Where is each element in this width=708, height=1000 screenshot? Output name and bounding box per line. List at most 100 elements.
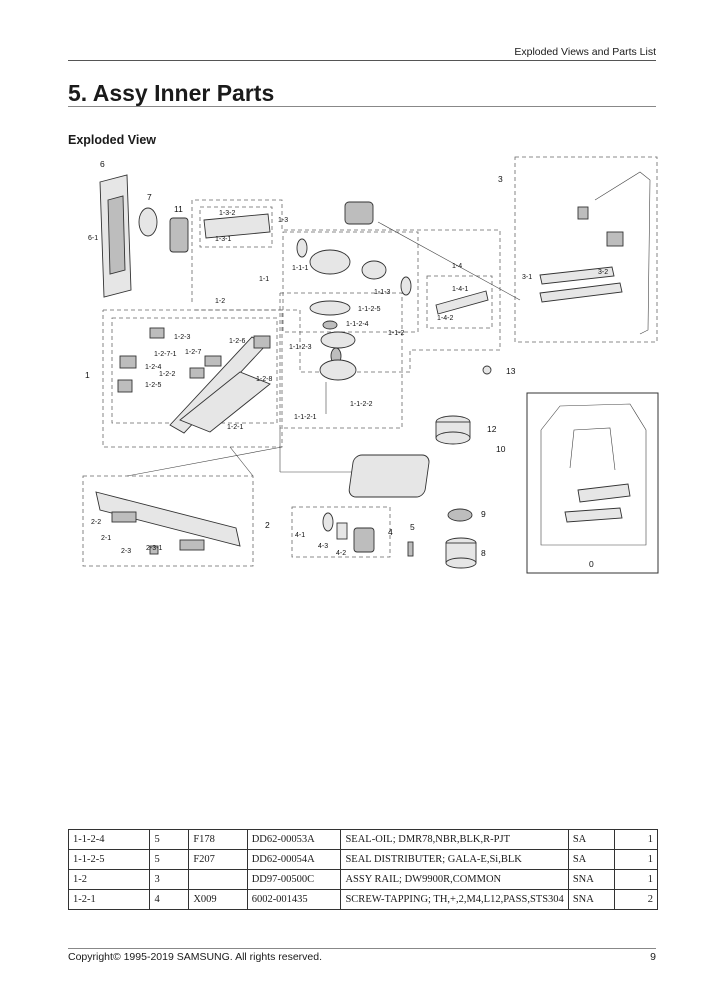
label-1-2-6: 1-2-6 bbox=[229, 338, 245, 345]
cell-location-no: 1-2 bbox=[67, 869, 151, 890]
part-1-3-rail bbox=[203, 213, 271, 239]
label-1-4-1: 1-4-1 bbox=[452, 286, 468, 293]
assembly-box-3 bbox=[514, 156, 658, 343]
assembly-box-4 bbox=[291, 506, 391, 558]
part-3-assembly bbox=[539, 171, 651, 335]
label-1-1: 1-1 bbox=[259, 276, 269, 283]
label-9: 9 bbox=[481, 509, 486, 519]
part-6-panel bbox=[99, 174, 132, 298]
label-3-2: 3-2 bbox=[598, 269, 608, 276]
label-1-2-5: 1-2-5 bbox=[145, 382, 161, 389]
cell-part-code: 6002-001435 bbox=[246, 889, 342, 910]
label-4: 4 bbox=[388, 527, 393, 537]
copyright-notice: Copyright© 1995-2019 SAMSUNG. All rights… bbox=[68, 951, 323, 963]
part-4-assembly bbox=[322, 512, 375, 553]
cell-description: ASSY RAIL; DW9900R,COMMON bbox=[340, 869, 569, 890]
assembly-box-1-4 bbox=[426, 275, 493, 329]
cell-part-code: DD62-00054A bbox=[246, 849, 342, 870]
label-1-2-7: 1-2-7 bbox=[185, 349, 201, 356]
cell-spec: SA bbox=[567, 829, 615, 850]
label-1: 1 bbox=[85, 370, 90, 380]
part-12-filter bbox=[435, 415, 471, 445]
part-13-clip bbox=[482, 365, 492, 375]
label-0: 0 bbox=[589, 559, 594, 569]
label-1-3-2: 1-3-2 bbox=[219, 210, 235, 217]
part-5-clip bbox=[407, 541, 414, 557]
assembly-box-0 bbox=[526, 392, 659, 574]
part-10-mesh bbox=[348, 454, 430, 498]
title-divider bbox=[68, 106, 656, 107]
part-9-filter bbox=[447, 508, 473, 522]
cell-code bbox=[188, 869, 248, 890]
part-11-bracket bbox=[169, 217, 189, 253]
cell-spec: SNA bbox=[567, 869, 615, 890]
section-title: Exploded Views and Parts List bbox=[514, 46, 656, 58]
label-1-1-2-2: 1-1-2-2 bbox=[350, 401, 373, 408]
assembly-box-2 bbox=[82, 475, 254, 567]
label-1-2-2: 1-2-2 bbox=[159, 371, 175, 378]
label-4-3: 4-3 bbox=[318, 543, 328, 550]
cell-spec: SA bbox=[567, 849, 615, 870]
cell-qty: 1 bbox=[613, 829, 659, 850]
footer-divider bbox=[68, 948, 656, 949]
link-line-2 bbox=[229, 446, 254, 477]
label-1-2-1: 1-2-1 bbox=[227, 424, 243, 431]
label-7: 7 bbox=[147, 192, 152, 202]
assembly-box-1-1-2 bbox=[279, 292, 403, 429]
label-1-2: 1-2 bbox=[215, 298, 225, 305]
part-1-2-rail bbox=[117, 327, 271, 434]
cell-description: SEAL DISTRIBUTER; GALA-E,Si,BLK bbox=[340, 849, 569, 870]
part-7-ring bbox=[138, 207, 158, 237]
cell-level: 4 bbox=[149, 889, 190, 910]
label-1-3: 1-3 bbox=[278, 217, 288, 224]
cell-description: SEAL-OIL; DMR78,NBR,BLK,R-PJT bbox=[340, 829, 569, 850]
label-1-1-2: 1-1-2 bbox=[388, 330, 404, 337]
part-8-cylinder bbox=[445, 537, 477, 569]
page-number: 9 bbox=[650, 951, 656, 963]
label-1-1-3: 1-1-3 bbox=[374, 289, 390, 296]
label-4-2: 4-2 bbox=[336, 550, 346, 557]
assembly-box-1-3-sub bbox=[199, 206, 273, 248]
cell-code: F207 bbox=[188, 849, 248, 870]
part-1-4-arm bbox=[435, 290, 489, 315]
label-1-1-1: 1-1-1 bbox=[292, 265, 308, 272]
link-line-3 bbox=[377, 221, 521, 301]
cell-code: X009 bbox=[188, 889, 248, 910]
label-3: 3 bbox=[498, 174, 503, 184]
cell-part-code: DD97-00500C bbox=[246, 869, 342, 890]
part-2-rail bbox=[95, 491, 241, 555]
cell-qty: 1 bbox=[613, 869, 659, 890]
exploded-view-diagram: 6 6-1 7 11 1-3 1-3-2 1-3-1 1-1 1-1-1 1-1… bbox=[82, 156, 659, 574]
label-1-2-7-1: 1-2-7-1 bbox=[154, 351, 177, 358]
cell-qty: 1 bbox=[613, 849, 659, 870]
label-1-1-2-5: 1-1-2-5 bbox=[358, 306, 381, 313]
part-0-inset bbox=[540, 403, 647, 546]
link-line-1 bbox=[126, 446, 283, 477]
label-1-2-8: 1-2-8 bbox=[256, 376, 272, 383]
label-2-2: 2-2 bbox=[91, 519, 101, 526]
label-4-1: 4-1 bbox=[295, 532, 305, 539]
label-5: 5 bbox=[410, 522, 415, 532]
label-12: 12 bbox=[487, 424, 497, 434]
label-6-1: 6-1 bbox=[88, 235, 98, 242]
cell-spec: SNA bbox=[567, 889, 615, 910]
label-1-1-2-1: 1-1-2-1 bbox=[294, 414, 317, 421]
assembly-box-1-3 bbox=[191, 199, 501, 373]
label-3-1: 3-1 bbox=[522, 274, 532, 281]
label-2-1: 2-1 bbox=[101, 535, 111, 542]
label-1-4: 1-4 bbox=[452, 263, 462, 270]
label-2-3-1: 2-3-1 bbox=[146, 545, 162, 552]
label-8: 8 bbox=[481, 548, 486, 558]
cell-level: 5 bbox=[149, 829, 190, 850]
cell-level: 3 bbox=[149, 869, 190, 890]
label-2-3: 2-3 bbox=[121, 548, 131, 555]
part-1-1-2-stack bbox=[309, 300, 357, 414]
exploded-view-heading: Exploded View bbox=[68, 133, 156, 147]
page-header: Exploded Views and Parts List bbox=[68, 46, 656, 61]
page-title: 5. Assy Inner Parts bbox=[68, 80, 275, 106]
cell-location-no: 1-2-1 bbox=[67, 889, 151, 910]
